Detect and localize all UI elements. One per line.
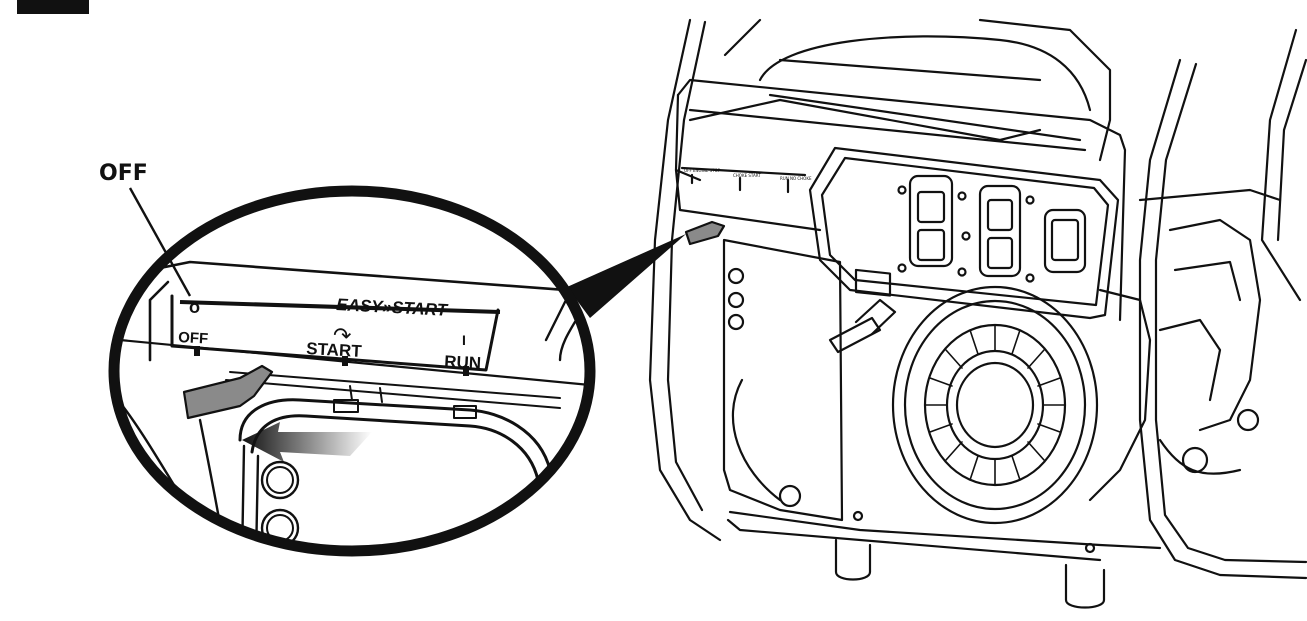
direction-arrow-icon <box>242 422 372 462</box>
small-label-start: CHOKE START <box>733 173 761 178</box>
rotate-arrow-icon: ↷ <box>333 324 351 349</box>
small-switch-labels: OFF ENGINE STOP CHOKE START RUN NO CHOKE <box>684 168 812 181</box>
off-leader-line <box>128 187 192 297</box>
start-position-label: START <box>306 339 363 361</box>
run-symbol: I <box>462 332 466 348</box>
page-tab-marker <box>17 0 89 14</box>
magnifier-callout: EASY»START O OFF ↷ START I RUN <box>108 185 596 557</box>
choke-lever <box>182 364 274 420</box>
callout-connector <box>567 234 686 318</box>
small-label-off: OFF ENGINE STOP <box>684 168 721 173</box>
generator-illustration <box>648 18 1307 609</box>
off-callout-label: OFF <box>99 161 148 186</box>
small-label-run: RUN NO CHOKE <box>780 176 812 181</box>
off-position-label: OFF <box>178 329 209 348</box>
run-position-label: RUN <box>444 352 482 373</box>
off-symbol: O <box>189 302 200 317</box>
